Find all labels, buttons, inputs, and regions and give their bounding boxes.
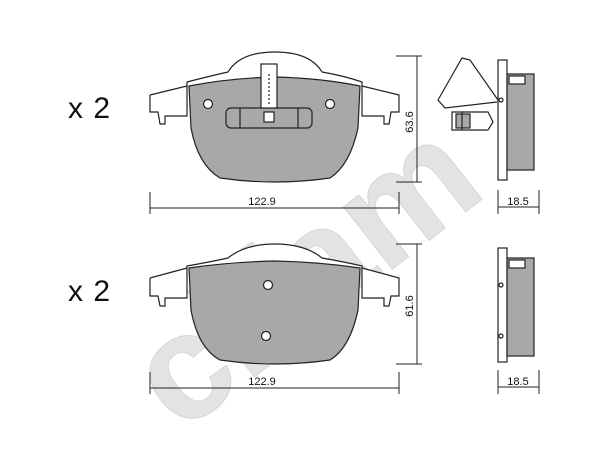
bottom-width-dimension (149, 372, 400, 394)
top-pad-hole-left (202, 98, 214, 110)
bottom-width-label: 122.9 (248, 376, 276, 388)
top-height-label: 63.6 (404, 111, 416, 132)
top-thickness-label: 18.5 (507, 196, 528, 208)
bottom-side-backing (497, 247, 508, 363)
bottom-pad-front-view (149, 243, 400, 365)
bottom-side-friction (506, 257, 535, 357)
top-pad-hole-right (324, 98, 336, 110)
top-thickness-dimension (497, 190, 540, 214)
bottom-pad-side-view (497, 247, 535, 363)
bottom-quantity-label: x 2 (68, 275, 112, 308)
top-pad-side-view (437, 57, 535, 181)
bottom-height-dimension (396, 243, 422, 365)
top-side-backing (497, 59, 508, 181)
bottom-friction-pad (188, 260, 361, 365)
top-side-friction (506, 73, 535, 171)
bottom-thickness-label: 18.5 (507, 376, 528, 388)
top-pad-front-view (149, 51, 400, 183)
bottom-pad-hole-upper (262, 279, 274, 291)
top-height-dimension (396, 55, 422, 183)
bottom-height-label: 61.6 (404, 295, 416, 316)
top-width-label: 122.9 (248, 196, 276, 208)
top-spring-clip (437, 57, 499, 109)
top-quantity-label: x 2 (68, 92, 112, 125)
top-width-dimension (149, 192, 400, 214)
bottom-thickness-dimension (497, 370, 540, 394)
bottom-pad-hole-lower (260, 330, 272, 342)
